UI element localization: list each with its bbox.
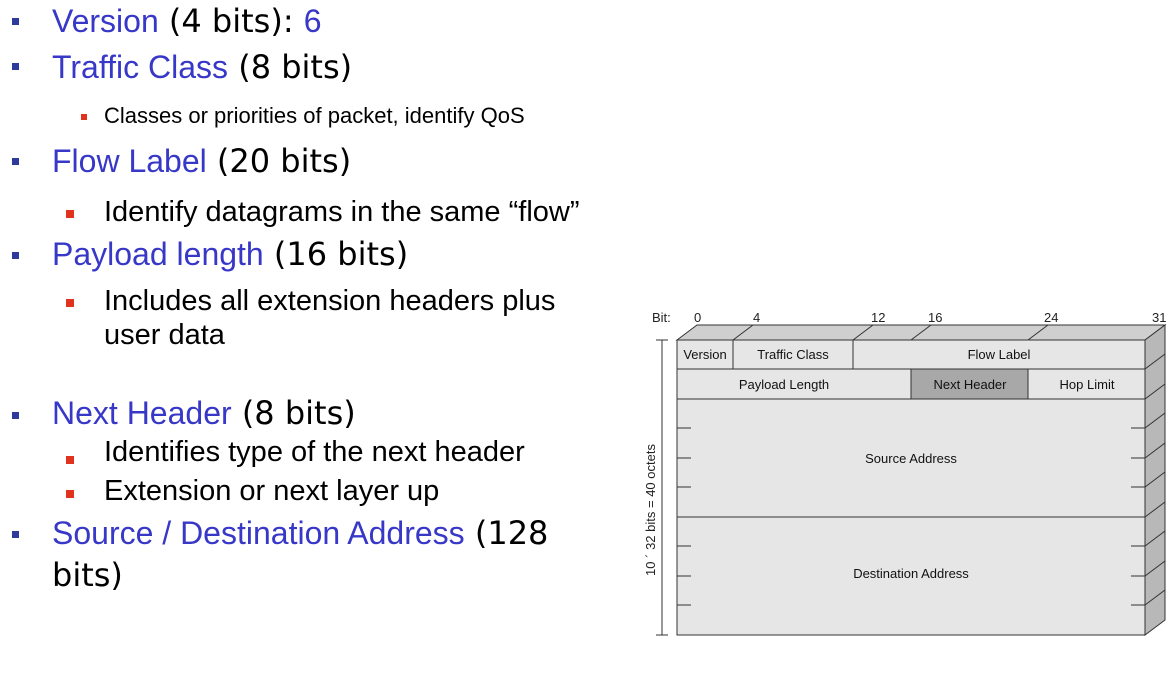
bit-tick-4: 4 <box>753 310 760 325</box>
field-hop-limit-label: Hop Limit <box>1060 377 1115 392</box>
sub-text: Classes or priorities of packet, identif… <box>104 103 525 128</box>
sub-next-header-ext: Extension or next layer up <box>104 476 439 507</box>
sub-text: user data <box>104 319 225 351</box>
field-source-address <box>676 398 1146 518</box>
field-hop-limit <box>1027 368 1146 400</box>
field-payload-length <box>676 368 912 400</box>
sub-bullet-marker <box>66 456 74 464</box>
sub-text: Identifies type of the next header <box>104 436 525 468</box>
sub-text: Includes all extension headers plus <box>104 285 556 317</box>
bits-flow-label: (20 bits) <box>206 142 352 180</box>
field-traffic-class-label: Traffic Class <box>757 347 829 362</box>
bits-address-cont: bits) <box>52 556 123 594</box>
sub-bullet-marker <box>66 210 74 218</box>
top-divider <box>852 324 874 341</box>
bullet-marker <box>12 18 19 25</box>
term-flow-label: Flow Label <box>52 143 207 179</box>
ipv6-header-diagram: Bit: 0 4 12 16 24 31 Version Traffic Cla… <box>643 310 1167 636</box>
field-traffic-class <box>732 339 854 370</box>
side-divider <box>1144 353 1166 370</box>
bit-tick-12: 12 <box>871 310 885 325</box>
top-divider <box>910 324 932 341</box>
bit-tick-0: 0 <box>694 310 701 325</box>
bits-next-header: (8 bits) <box>231 394 356 432</box>
sub-bullet-marker <box>66 299 74 307</box>
bits-version: (4 bits): <box>158 2 304 40</box>
bits-address: (128 <box>464 514 549 552</box>
side-divider <box>1144 589 1166 606</box>
side-divider <box>1144 471 1166 488</box>
bullet-marker <box>12 63 19 70</box>
side-divider <box>1144 442 1166 459</box>
term-version: Version <box>52 3 159 39</box>
term-address: Source / Destination Address <box>52 515 465 551</box>
bullet-marker <box>12 158 19 165</box>
bullet-next-header: Next Header (8 bits) <box>52 396 356 430</box>
bit-tick-24: 24 <box>1044 310 1058 325</box>
sub-payload-length: Includes all extension headers plus <box>104 286 555 317</box>
field-destination-address-label: Destination Address <box>853 566 969 581</box>
sub-next-header-type: Identifies type of the next header <box>104 437 525 468</box>
version-value: 6 <box>303 3 322 39</box>
bits-payload-length: (16 bits) <box>263 235 409 273</box>
top-divider <box>732 324 754 341</box>
bit-label: Bit: <box>652 310 671 325</box>
side-divider <box>1144 412 1166 429</box>
bullet-marker <box>12 531 19 538</box>
bullet-marker <box>12 252 19 259</box>
sub-text: Extension or next layer up <box>104 475 440 507</box>
field-version-label: Version <box>683 347 726 362</box>
bit-tick-16: 16 <box>928 310 942 325</box>
field-next-header-label: Next Header <box>934 377 1008 392</box>
side-divider <box>1144 501 1166 518</box>
field-destination-address <box>676 516 1146 636</box>
bullet-address-cont: bits) <box>52 558 123 592</box>
field-source-address-label: Source Address <box>865 451 957 466</box>
sub-bullet-marker <box>66 490 74 498</box>
bullet-payload-length: Payload length (16 bits) <box>52 237 408 271</box>
bits-traffic-class: (8 bits) <box>228 48 353 86</box>
field-payload-length-label: Payload Length <box>739 377 829 392</box>
bullet-marker <box>12 412 19 419</box>
bullet-traffic-class: Traffic Class (8 bits) <box>52 50 352 84</box>
field-flow-label-label: Flow Label <box>968 347 1031 362</box>
top-divider <box>1027 324 1049 341</box>
side-divider <box>1144 383 1166 400</box>
term-next-header: Next Header <box>52 395 232 431</box>
bullet-flow-label: Flow Label (20 bits) <box>52 144 351 178</box>
sub-traffic-class-qos: Classes or priorities of packet, identif… <box>104 103 525 129</box>
sub-text: Identify datagrams in the same “flow” <box>104 196 580 228</box>
side-divider <box>1144 560 1166 577</box>
bullet-address: Source / Destination Address (128 <box>52 516 548 550</box>
term-payload-length: Payload length <box>52 236 264 272</box>
side-divider <box>1144 530 1166 547</box>
sub-payload-length-cont: user data <box>104 320 225 351</box>
sub-flow-label: Identify datagrams in the same “flow” <box>104 197 579 228</box>
term-traffic-class: Traffic Class <box>52 49 229 85</box>
bullet-version: Version (4 bits): 6 <box>52 4 322 38</box>
bit-tick-31: 31 <box>1152 310 1166 325</box>
sub-bullet-marker <box>81 114 87 120</box>
height-dimension-label: 10 ´ 32 bits = 40 octets <box>643 444 658 576</box>
